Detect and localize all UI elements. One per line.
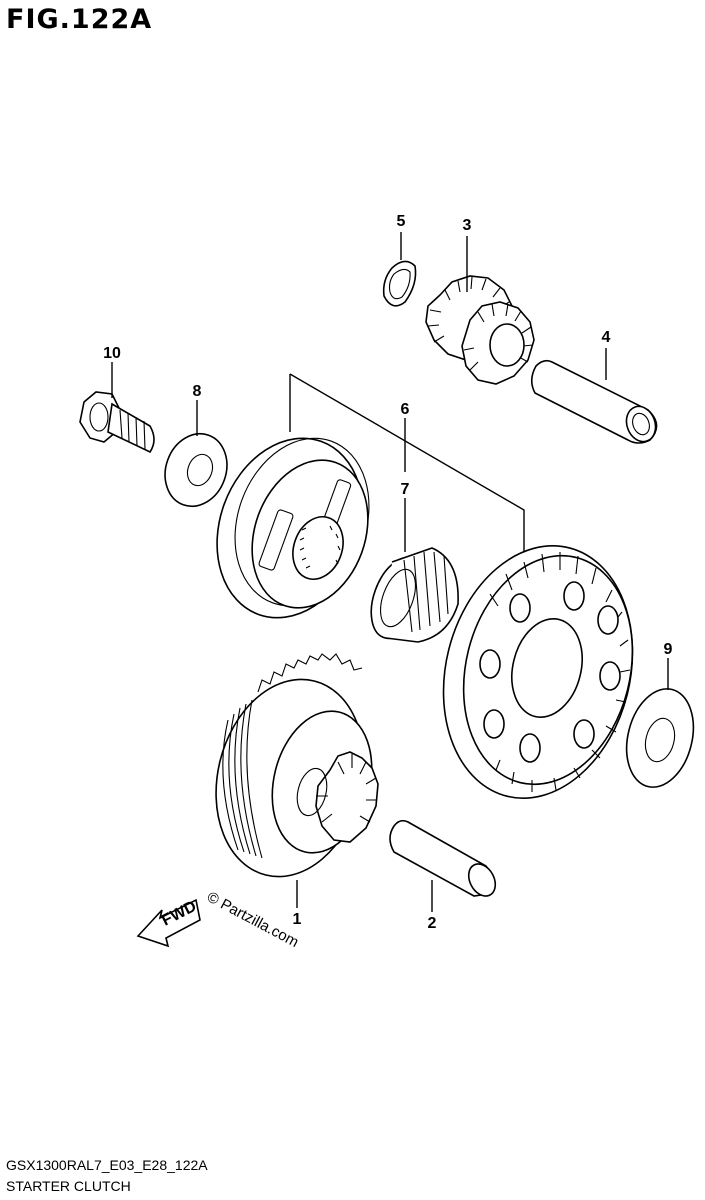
callout-4: 4: [602, 329, 611, 346]
part-1-clutch-gear: [215, 653, 379, 878]
part-3-idler-gear: [425, 275, 535, 385]
assembly-bracket: [289, 373, 525, 560]
part-8-washer: [164, 432, 228, 508]
callout-2: 2: [428, 915, 437, 932]
diagram-code: GSX1300RAL7_E03_E28_122A: [6, 1157, 208, 1173]
callout-7: 7: [401, 481, 410, 498]
part-4-shaft: [530, 359, 658, 444]
fwd-arrow-icon: FWD: [136, 898, 201, 948]
part-7-needle-bearing: [370, 547, 459, 643]
leader-lines: [111, 232, 669, 912]
callout-9: 9: [664, 641, 673, 658]
callout-10: 10: [103, 345, 121, 362]
callouts: 5 3 4 10 8 6 7 9 1 2: [103, 213, 672, 932]
part-6-clutch-housing: [216, 437, 370, 619]
callout-6: 6: [401, 401, 410, 418]
callout-5: 5: [397, 213, 406, 230]
starter-driven-gear: [442, 545, 634, 799]
callout-8: 8: [193, 383, 202, 400]
part-10-bolt: [79, 391, 155, 454]
figure-title: FIG.122A: [6, 4, 153, 35]
part-9-washer: [625, 688, 695, 788]
watermark: © Partzilla.com: [204, 889, 301, 951]
callout-3: 3: [463, 217, 472, 234]
callout-1: 1: [293, 911, 302, 928]
diagram-name: STARTER CLUTCH: [6, 1178, 131, 1194]
part-2-shaft: [389, 819, 497, 897]
part-5-circlip: [382, 260, 417, 307]
